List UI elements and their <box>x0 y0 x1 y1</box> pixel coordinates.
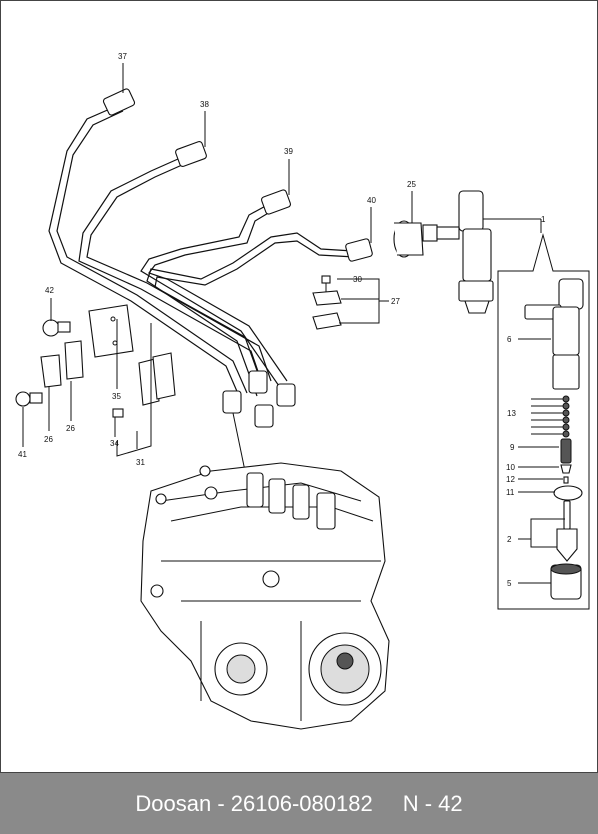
callout-34: 34 <box>110 439 119 448</box>
callout-6: 6 <box>507 335 512 344</box>
callout-25: 25 <box>407 180 416 189</box>
callout-labels: 37 38 39 40 25 1 30 27 42 35 26 26 41 34… <box>18 52 546 588</box>
callout-12: 12 <box>506 475 515 484</box>
clamp-parts-27 <box>312 275 342 330</box>
left-bracket-parts <box>15 304 176 457</box>
callout-26b: 26 <box>44 435 53 444</box>
injection-pipes <box>48 104 356 397</box>
callout-35: 35 <box>112 392 121 401</box>
callout-27: 27 <box>391 297 400 306</box>
callout-13: 13 <box>507 409 516 418</box>
callout-41: 41 <box>18 450 27 459</box>
parts-diagram-svg: 37 38 39 40 25 1 30 27 42 35 26 26 41 34… <box>15 52 590 730</box>
leader-lines <box>22 63 565 584</box>
parts-diagram: 37 38 39 40 25 1 30 27 42 35 26 26 41 34… <box>0 0 598 773</box>
injection-pump <box>140 462 390 730</box>
injector-assembly <box>393 190 541 314</box>
callout-31: 31 <box>136 458 145 467</box>
callout-11: 11 <box>506 488 515 497</box>
callout-26a: 26 <box>66 424 75 433</box>
callout-5: 5 <box>507 579 512 588</box>
footer-bar: Doosan - 26106-080182 N - 42 <box>0 773 598 834</box>
callout-42: 42 <box>45 286 54 295</box>
footer-page-number: N - 42 <box>402 790 463 816</box>
callout-38: 38 <box>200 100 209 109</box>
callout-10: 10 <box>506 463 515 472</box>
callout-39: 39 <box>284 147 293 156</box>
callout-30: 30 <box>353 275 362 284</box>
footer-brand-part-number: Doosan - 26106-080182 <box>135 790 373 816</box>
callout-2: 2 <box>507 535 512 544</box>
nozzle-detail-box <box>497 233 590 610</box>
callout-1: 1 <box>541 215 546 224</box>
callout-40: 40 <box>367 196 376 205</box>
callout-37: 37 <box>118 52 127 61</box>
callout-9: 9 <box>510 443 515 452</box>
shim-stack <box>531 395 570 438</box>
pipe-nuts <box>102 88 373 472</box>
